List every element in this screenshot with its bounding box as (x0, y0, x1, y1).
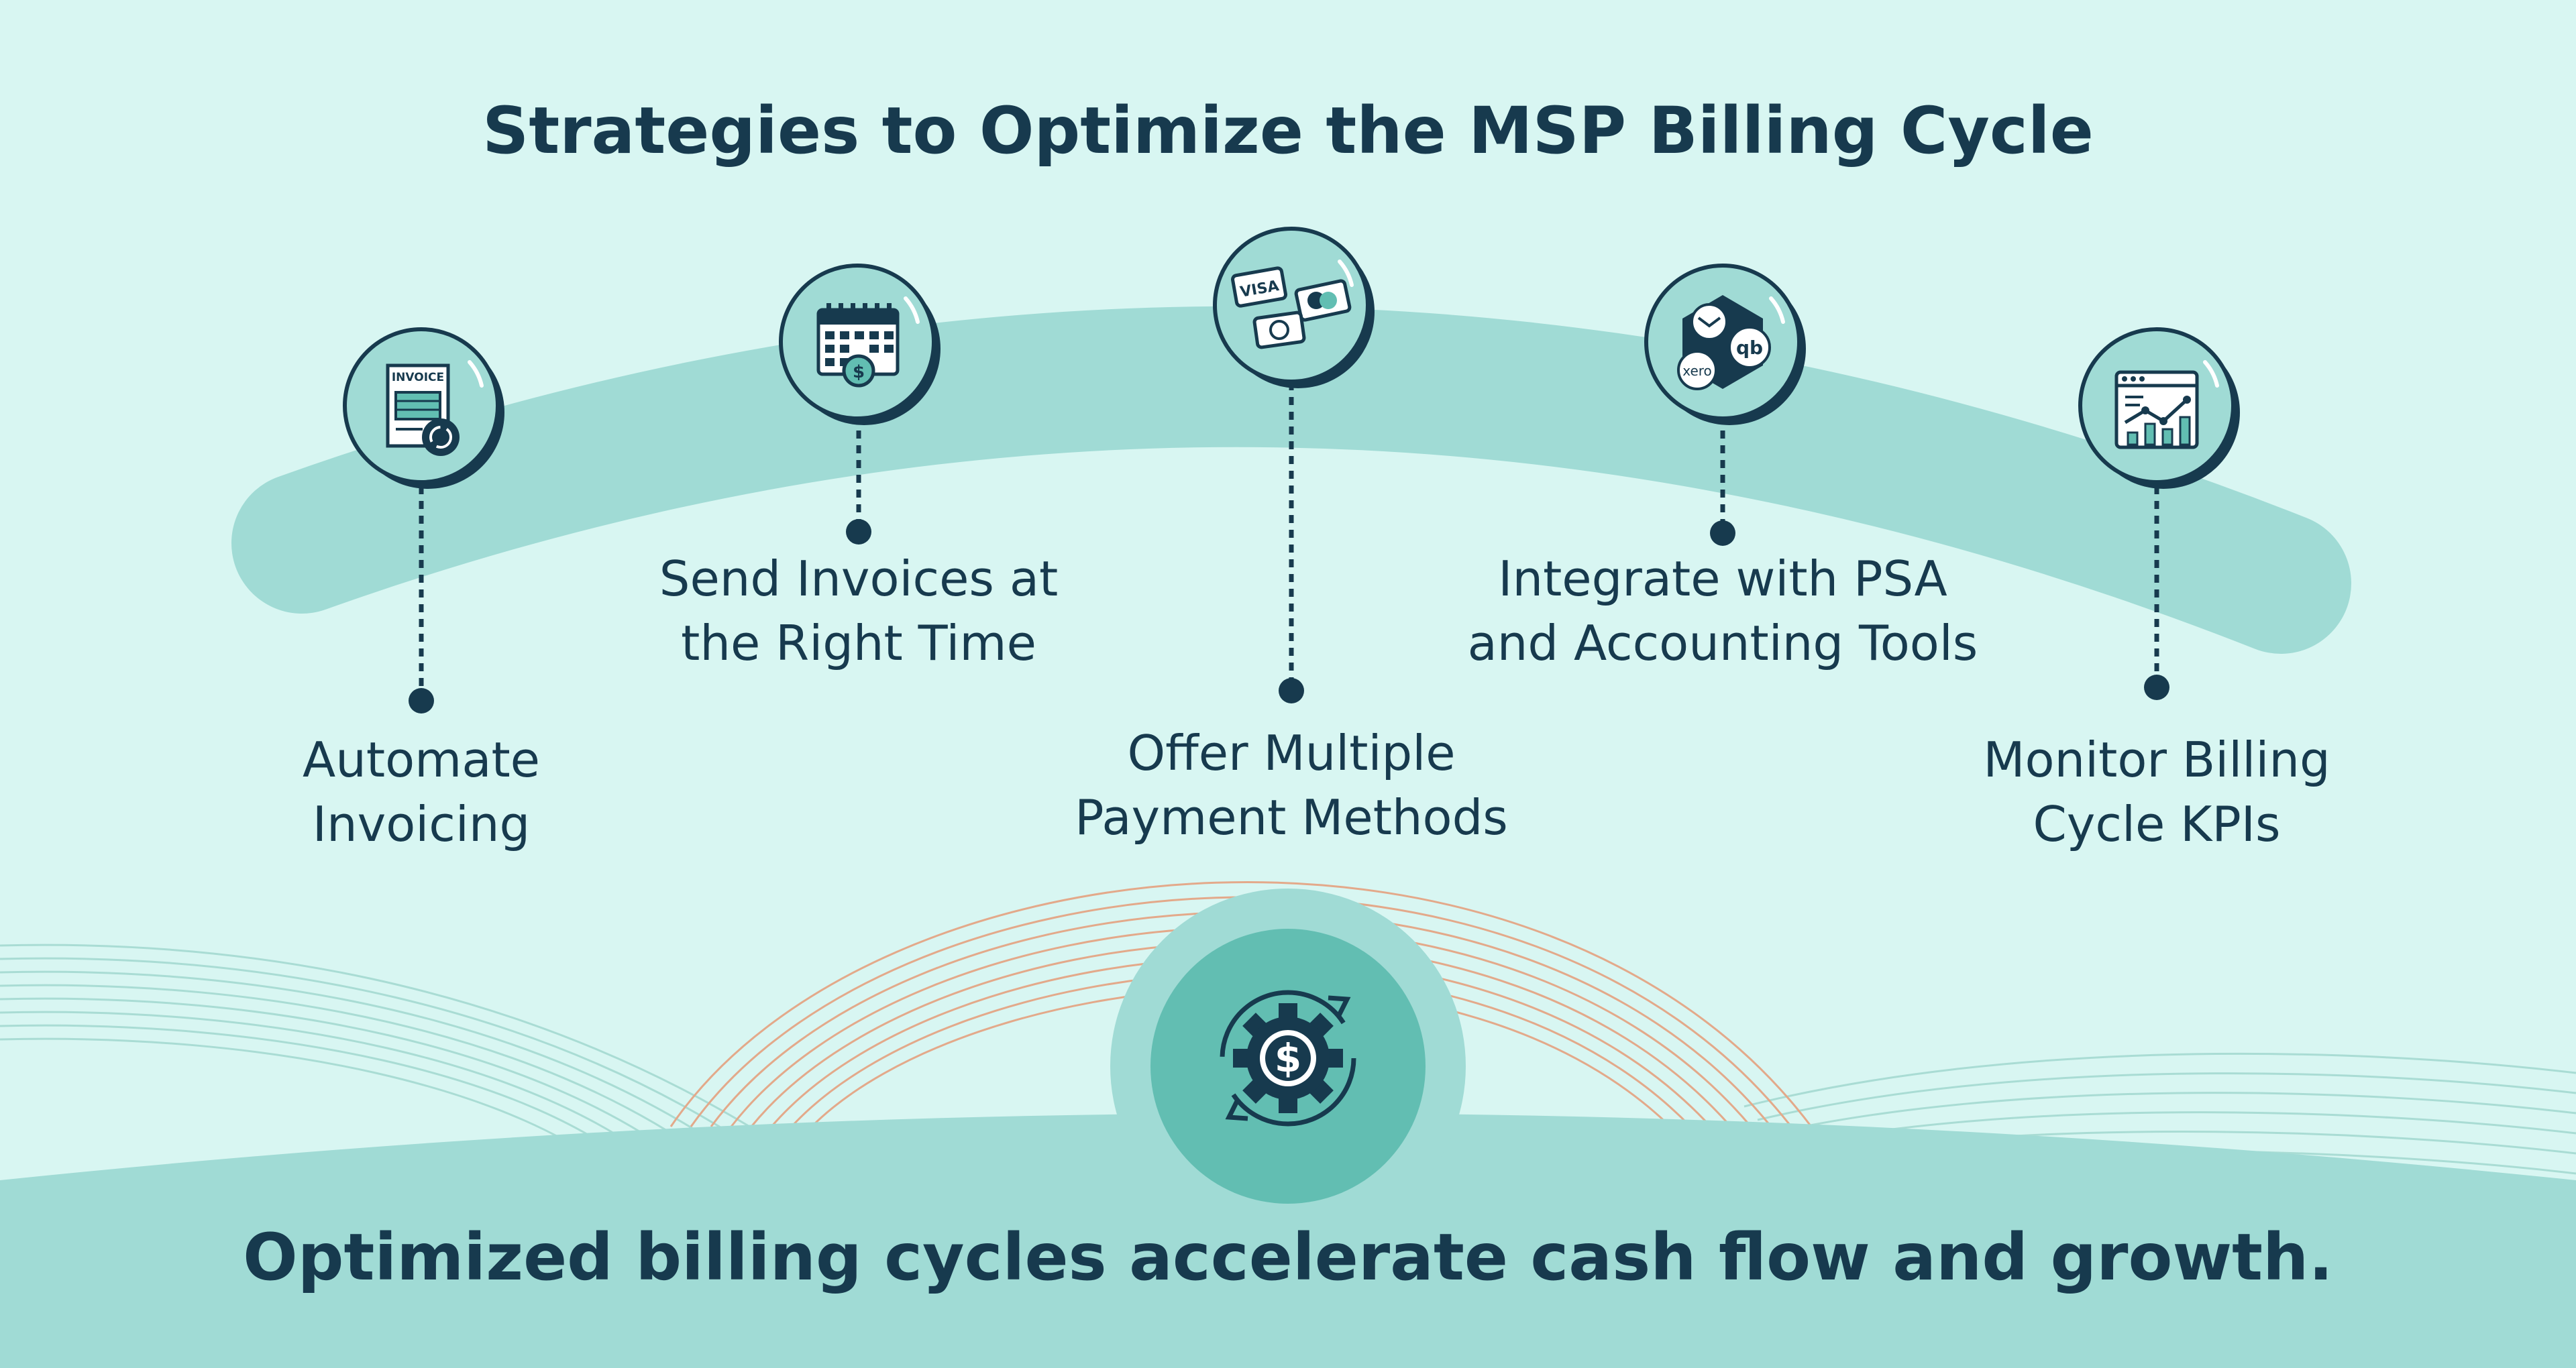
step-1: INVOICE (343, 327, 504, 714)
step-1-dot (409, 688, 434, 714)
svg-text:xero: xero (1682, 363, 1712, 379)
footer-statement: Optimized billing cycles accelerate cash… (243, 1220, 2333, 1295)
svg-text:qb: qb (1736, 337, 1763, 359)
kpi-dashboard-icon (2114, 370, 2199, 449)
step-3-dot (1279, 678, 1304, 703)
step-2-dot (846, 519, 871, 545)
step-4-label: Integrate with PSA and Accounting Tools (1467, 551, 1978, 671)
step-2-label: Send Invoices at the Right Time (659, 551, 1059, 671)
step-3-label: Offer Multiple Payment Methods (1075, 725, 1508, 846)
svg-text:$: $ (853, 362, 865, 382)
step-5 (2078, 327, 2240, 700)
page-title: Strategies to Optimize the MSP Billing C… (482, 93, 2094, 168)
svg-text:INVOICE: INVOICE (392, 371, 444, 384)
calendar-icon: $ (816, 303, 900, 388)
step-5-dot (2144, 675, 2169, 700)
step-1-label: Automate Invoicing (303, 732, 540, 852)
step-3: VISA (1213, 227, 1375, 703)
step-4: qb xero (1644, 264, 1806, 546)
step-4-dot (1710, 520, 1735, 546)
integrations-icon: qb xero (1677, 295, 1771, 390)
invoice-icon: INVOICE (386, 363, 460, 456)
dollar-gear-cycle-icon: $ (1220, 990, 1356, 1127)
payment-cards-icon: VISA (1231, 266, 1352, 349)
step-5-label: Monitor Billing Cycle KPIs (1983, 732, 2330, 852)
left-wave-lines (0, 944, 772, 1188)
svg-text:$: $ (1275, 1035, 1301, 1081)
step-2: $ (779, 264, 941, 545)
